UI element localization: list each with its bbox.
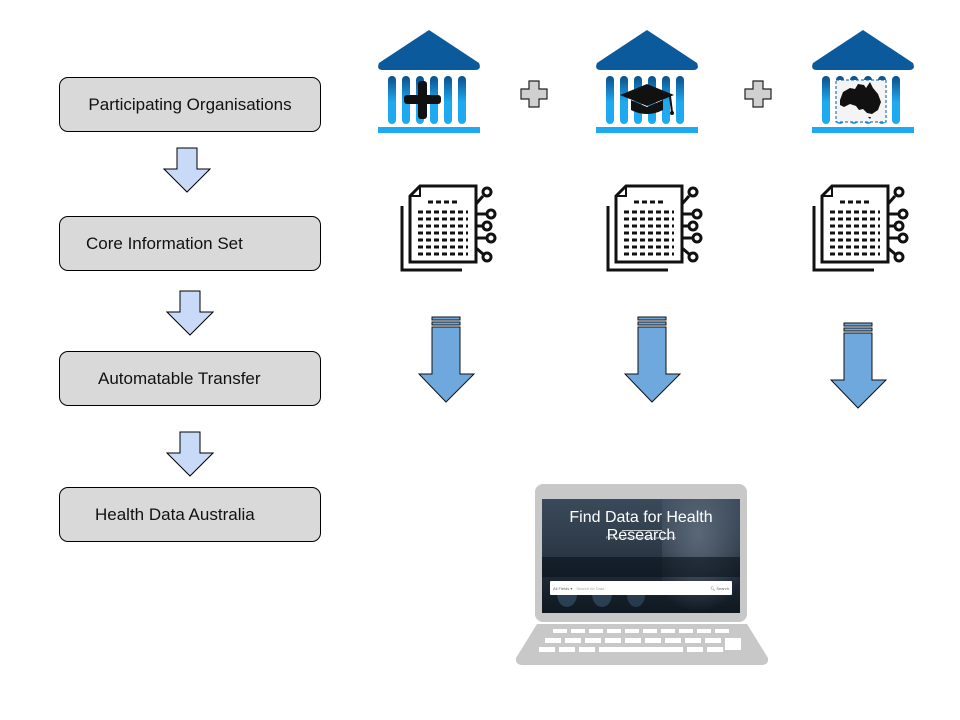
hospital-building-icon xyxy=(378,30,480,133)
flow-arrow-3 xyxy=(166,431,214,477)
step-label: Automatable Transfer xyxy=(98,368,261,388)
dataset-document-icon xyxy=(606,184,703,272)
dataset-document-icon xyxy=(812,184,909,272)
laptop-icon: Find Data for Health Research Find and s… xyxy=(515,484,769,666)
laptop-keyboard xyxy=(515,624,769,665)
step-label: Core Information Set xyxy=(86,233,243,253)
transfer-arrow-2 xyxy=(624,316,682,403)
dataset-document-icon xyxy=(400,184,497,272)
search-button[interactable]: Search xyxy=(716,585,729,591)
portal-search-bar[interactable]: All Fields ▾ Search for Data 🔍︎ Search xyxy=(550,581,732,595)
search-scope-dropdown[interactable]: All Fields ▾ xyxy=(553,585,573,591)
transfer-arrow-1 xyxy=(418,316,476,403)
university-building-icon xyxy=(596,30,698,133)
portal-subtitle: Find and share health data for research xyxy=(605,535,677,540)
step-label: Health Data Australia xyxy=(95,504,255,524)
medical-cross-icon xyxy=(404,81,441,119)
flow-arrow-2 xyxy=(166,290,214,336)
australia-map-icon xyxy=(840,82,881,119)
plus-icon xyxy=(520,80,548,108)
search-input[interactable]: Search for Data xyxy=(576,585,605,591)
step-automatable-transfer: Automatable Transfer xyxy=(59,351,321,406)
portal-screenshot: Find Data for Health Research Find and s… xyxy=(542,499,740,613)
government-building-icon xyxy=(812,30,914,133)
step-label: Participating Organisations xyxy=(88,94,292,114)
graduation-cap-icon xyxy=(620,84,674,115)
portal-title: Find Data for Health Research xyxy=(569,509,713,544)
step-health-data-australia: Health Data Australia xyxy=(59,487,321,542)
step-participating-organisations: Participating Organisations xyxy=(59,77,321,132)
flow-arrow-1 xyxy=(163,147,211,193)
title-underline xyxy=(622,530,662,531)
plus-icon xyxy=(744,80,772,108)
transfer-arrow-3 xyxy=(830,322,888,409)
search-icon: 🔍︎ xyxy=(710,585,716,591)
step-core-information-set: Core Information Set xyxy=(59,216,321,271)
